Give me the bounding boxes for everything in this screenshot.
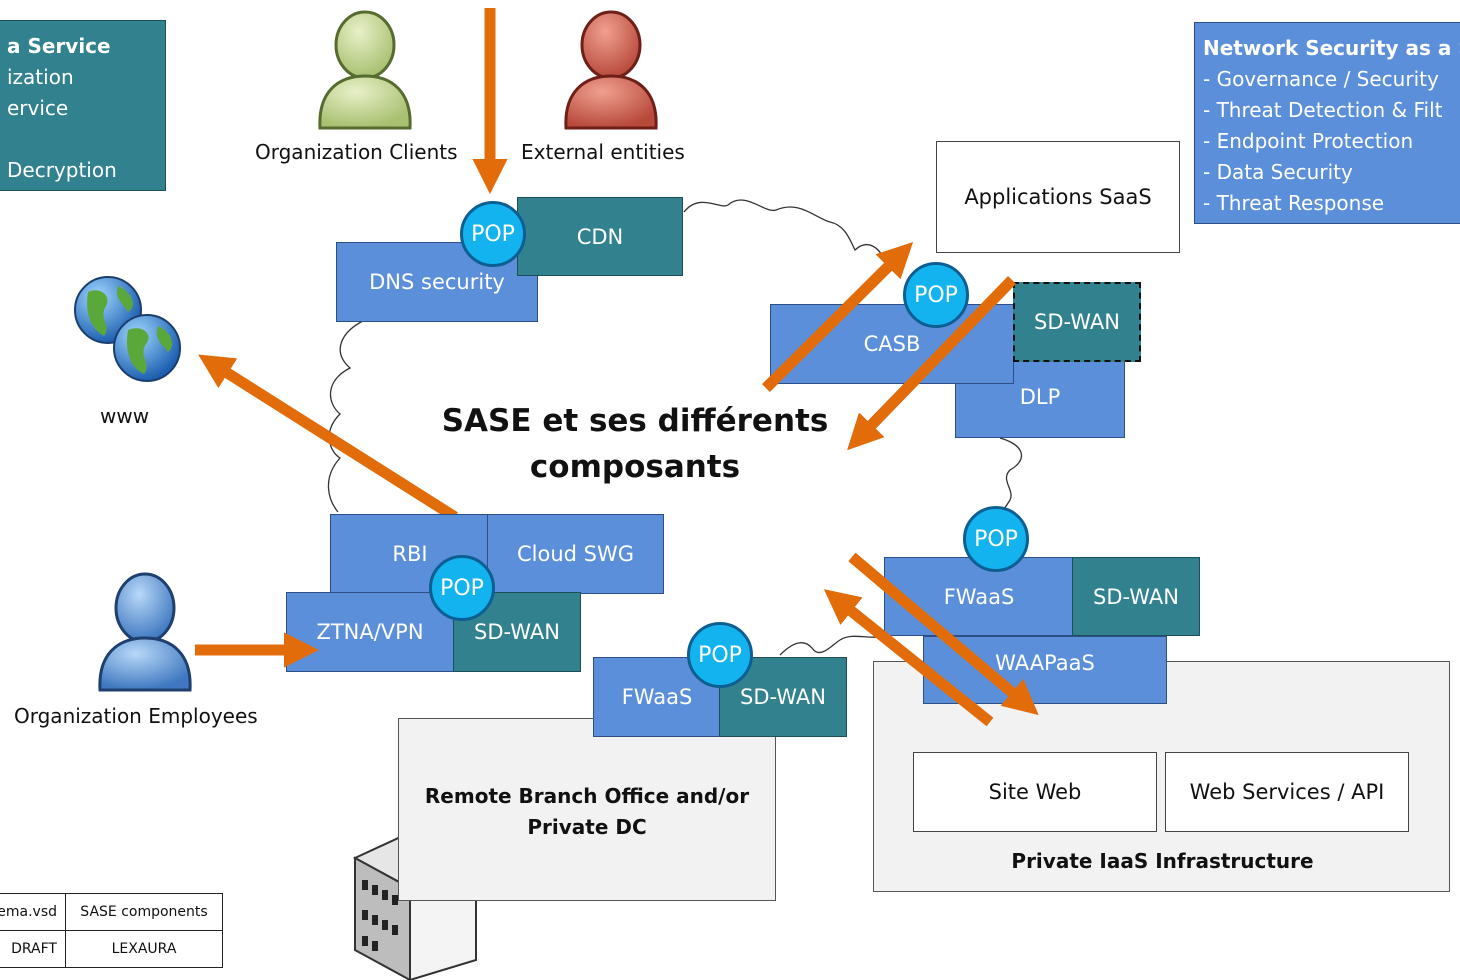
pop-node: POP: [963, 506, 1029, 572]
sdwan-label: SD-WAN: [740, 685, 826, 709]
pop-node: POP: [460, 201, 526, 267]
left-panel-line: [7, 124, 157, 155]
cdn-label: CDN: [576, 224, 624, 249]
diagram-title: SASE et ses différents composants: [441, 403, 829, 485]
fwaas-label: FWaaS: [621, 685, 693, 709]
globe-icon: [74, 276, 181, 382]
title-block: ema.vsd SASE components DRAFT LEXAURA: [0, 893, 223, 968]
right-panel-line: - Governance / Security: [1203, 67, 1439, 91]
title-block-file: ema.vsd: [0, 893, 66, 931]
remote-branch-box: Remote Branch Office and/or Private DC: [398, 718, 776, 901]
web-services-label: Web Services / API: [1189, 780, 1385, 804]
applications-saas-label: Applications SaaS: [964, 185, 1152, 209]
left-panel-line: Decryption: [7, 158, 117, 182]
dns-security-label: DNS security: [369, 270, 505, 294]
cdn-box: CDN: [517, 197, 683, 276]
applications-saas-box: Applications SaaS: [936, 141, 1180, 253]
right-panel-title: Network Security as a S: [1203, 36, 1460, 60]
private-iaas-label: Private IaaS Infrastructure: [1011, 849, 1314, 873]
pop-node: POP: [903, 262, 969, 328]
pop-node: POP: [429, 555, 495, 621]
casb-label: CASB: [863, 332, 921, 356]
cloud-swg-box: Cloud SWG: [487, 514, 664, 594]
ztna-vpn-box: ZTNA/VPN: [286, 592, 454, 672]
title-block-name: SASE components: [65, 893, 223, 931]
title-block-status: DRAFT: [0, 930, 66, 968]
external-entities-icon: [564, 10, 658, 130]
org-clients-label: Organization Clients: [255, 140, 458, 164]
sdwan-label: SD-WAN: [474, 620, 560, 644]
remote-branch-label: Remote Branch Office and/or Private DC: [424, 784, 750, 839]
ztna-vpn-label: ZTNA/VPN: [316, 620, 424, 644]
rbi-box: RBI: [330, 514, 490, 594]
right-panel-line: - Threat Detection & Filt: [1203, 98, 1443, 122]
employees-icon: [98, 572, 192, 692]
right-panel-line: - Endpoint Protection: [1203, 129, 1414, 153]
employees-label: Organization Employees: [14, 704, 258, 728]
left-service-panel: a Service ization ervice Decryption: [0, 20, 166, 191]
title-block-author: LEXAURA: [65, 930, 223, 968]
external-entities-label: External entities: [521, 140, 685, 164]
pop-node: POP: [687, 622, 753, 688]
sdwan-box-saas: SD-WAN: [1013, 282, 1141, 362]
dlp-label: DLP: [1019, 385, 1061, 409]
sdwan-label: SD-WAN: [1034, 310, 1120, 334]
rbi-label: RBI: [392, 542, 428, 566]
cloud-swg-label: Cloud SWG: [516, 542, 635, 566]
left-panel-line: a Service: [7, 34, 111, 58]
sdwan-label: SD-WAN: [1093, 584, 1179, 609]
sdwan-box-employees: SD-WAN: [453, 592, 581, 672]
waapaas-box: WAAPaaS: [923, 636, 1167, 704]
site-web-label: Site Web: [988, 780, 1082, 804]
right-panel-line: - Data Security: [1203, 160, 1353, 184]
org-clients-icon: [318, 10, 412, 130]
sdwan-box-iaas: SD-WAN: [1072, 557, 1200, 636]
fwaas-box-iaas: FWaaS: [884, 557, 1074, 636]
waapaas-label: WAAPaaS: [995, 651, 1095, 675]
site-web-box: Site Web: [913, 752, 1157, 832]
right-panel-line: - Threat Response: [1203, 191, 1385, 215]
casb-box: CASB: [770, 304, 1014, 384]
left-panel-line: ization: [7, 65, 74, 89]
web-services-box: Web Services / API: [1165, 752, 1409, 832]
arrow-to-www: [198, 354, 458, 522]
www-label: www: [100, 404, 150, 428]
network-security-panel: Network Security as a S - Governance / S…: [1194, 22, 1460, 224]
fwaas-label: FWaaS: [943, 584, 1015, 609]
left-panel-line: ervice: [7, 96, 69, 120]
